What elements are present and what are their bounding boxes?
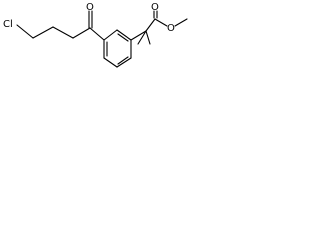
bond-carbonyl-ring (89, 27, 105, 41)
chlorine-label: Cl (3, 19, 13, 30)
bond-c1-c2 (32, 26, 54, 39)
bond-c3-carbonyl (72, 27, 91, 39)
ester-ether-oxygen-label: O (167, 23, 175, 34)
ring-bond-5 (103, 57, 118, 68)
bond-cl-c1 (16, 24, 34, 39)
bond-o-methyl (174, 18, 188, 27)
ester-carbonyl-oxygen-label: O (151, 2, 159, 13)
ketone-oxygen-label: O (86, 2, 94, 13)
bond-ester-c-o (154, 18, 168, 27)
ring-bond-2 (116, 29, 132, 41)
ring-double-1 (117, 33, 129, 42)
ring-bond-1 (103, 29, 118, 41)
bond-cq-methyl-1 (137, 30, 147, 45)
chemical-structure: Cl O O O (3, 2, 188, 68)
ring-bond-4 (116, 57, 132, 68)
bond-c2-c3 (52, 26, 74, 39)
bond-cq-methyl-2 (145, 30, 151, 45)
bond-ring-cq (130, 30, 147, 41)
ring-double-2 (117, 56, 129, 65)
bond-cq-ester-c (145, 18, 156, 32)
